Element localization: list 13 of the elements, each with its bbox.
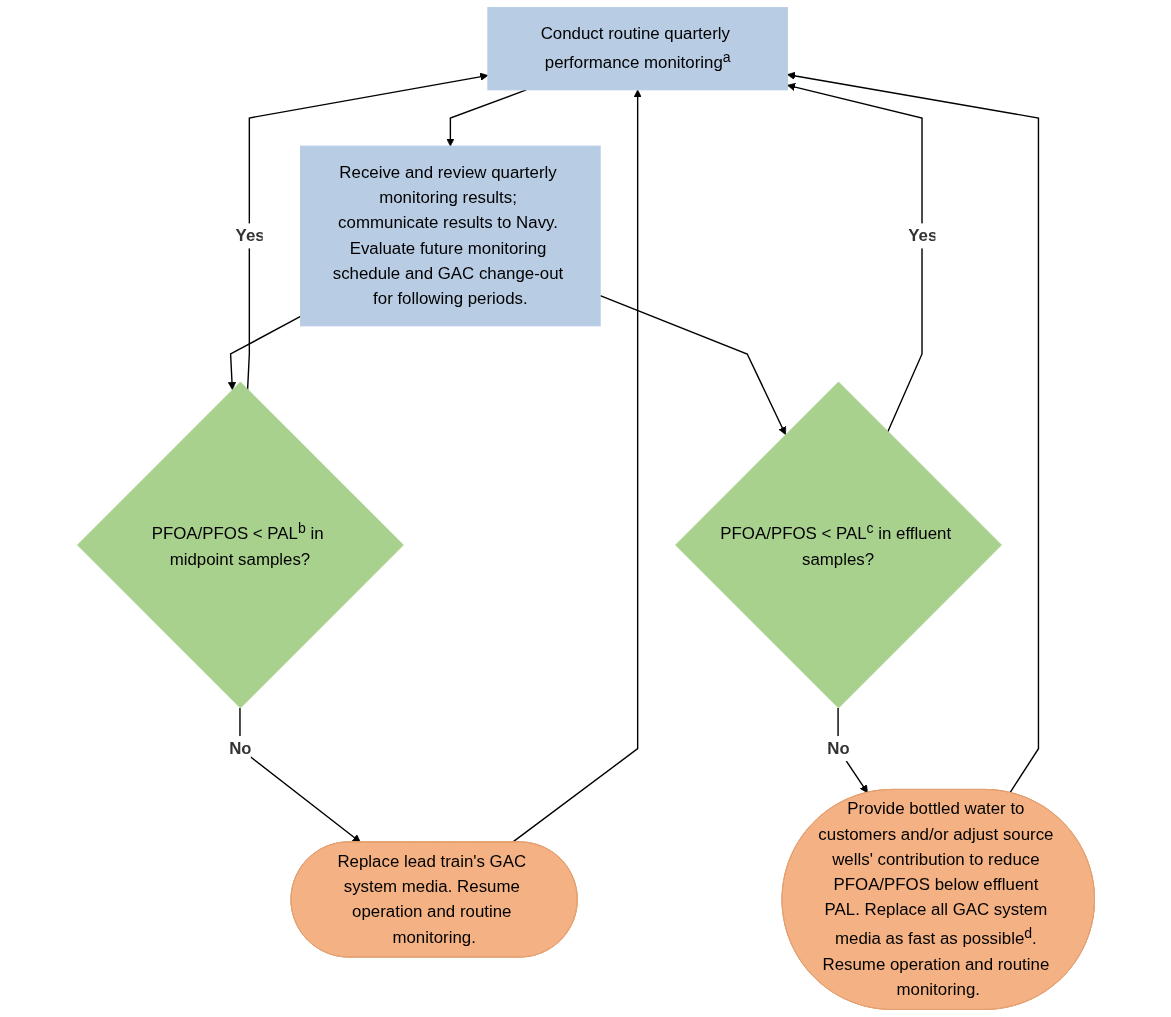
arrow: [445, 89, 527, 147]
arrow: [227, 315, 301, 391]
edge-label: No: [826, 738, 850, 758]
arrow: [786, 83, 923, 433]
node-box: Conduct routine quarterly performance monitoring$^{a}$: [486, 7, 788, 91]
node-diamond: PFOA/PFOS < PAL$^{c}$ in effluent samples?: [674, 381, 1002, 709]
node-diamond: PFOA/PFOS < PAL$^{b}$ in midpoint samples?: [76, 381, 404, 709]
arrow: [599, 294, 786, 435]
edge-label: Yes: [907, 226, 937, 245]
arrow: [246, 72, 488, 391]
edge-label: No: [228, 738, 252, 758]
edge-label: Yes: [235, 226, 264, 245]
node-box: Receive and review quarterly monitoring results; communicate results to Navy. Evaluate future monitoring schedule and GAC change-out for following periods.: [299, 145, 601, 327]
